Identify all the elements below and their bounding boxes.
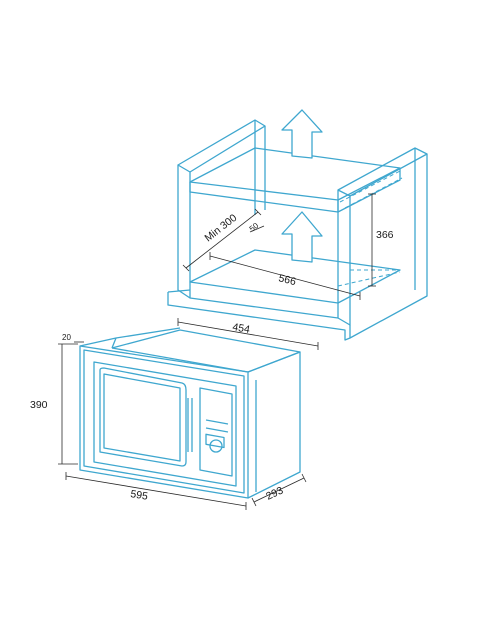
label-unit-depth-side: 293 — [264, 484, 285, 502]
cabinet-left-panel — [177, 164, 191, 299]
dimension-unit-depth-side: 293 — [251, 473, 307, 507]
cabinet-left-panel-top — [177, 119, 266, 173]
cabinet-base-front — [167, 292, 351, 341]
label-unit-width: 595 — [130, 488, 149, 503]
front-frame-inner — [83, 349, 245, 494]
dimension-unit-width: 595 — [65, 472, 247, 510]
housing-side — [247, 351, 301, 499]
label-gap: 50 — [248, 221, 261, 234]
door-handle — [187, 398, 193, 452]
microwave-unit — [79, 327, 301, 499]
dimension-cavity-height: 366 — [368, 193, 394, 287]
hidden-line-upper — [339, 169, 403, 209]
label-frame-offset: 20 — [62, 333, 71, 342]
cabinet-left-panel-back — [254, 120, 266, 215]
cabinet-upper-shelf-edge — [337, 168, 401, 213]
cabinet-right-panel-outer — [349, 154, 428, 339]
dimension-min-clearance: Min 300 — [182, 208, 262, 272]
label-cavity-height: 366 — [376, 229, 394, 241]
label-unit-depth-top: 454 — [231, 321, 250, 336]
dimension-gap: 50 — [248, 221, 265, 234]
arrow-up-icon — [281, 109, 323, 159]
cabinet-right-panel — [337, 189, 351, 326]
control-buttons — [205, 419, 229, 433]
dimension-unit-depth-top: 454 — [177, 318, 319, 350]
door-outline — [93, 361, 237, 487]
cabinet — [167, 119, 428, 341]
dimension-unit-height: 390 — [30, 343, 78, 465]
cabinet-right-panel-top — [337, 147, 428, 197]
label-unit-height: 390 — [30, 399, 48, 411]
dimension-frame-offset: 20 — [62, 333, 84, 343]
label-min-clearance: Min 300 — [202, 212, 239, 245]
dimension-cavity-width: 566 — [209, 252, 361, 300]
door-window — [99, 367, 187, 467]
display-screen — [205, 433, 225, 449]
label-cavity-width: 566 — [277, 272, 297, 288]
hidden-line-lower — [337, 269, 401, 287]
cabinet-base-top — [167, 289, 339, 319]
door-window-inner — [103, 373, 181, 462]
control-knob — [209, 439, 223, 453]
housing-top-edge — [111, 337, 249, 373]
control-panel — [199, 387, 233, 477]
arrow-up-icon — [281, 211, 323, 263]
